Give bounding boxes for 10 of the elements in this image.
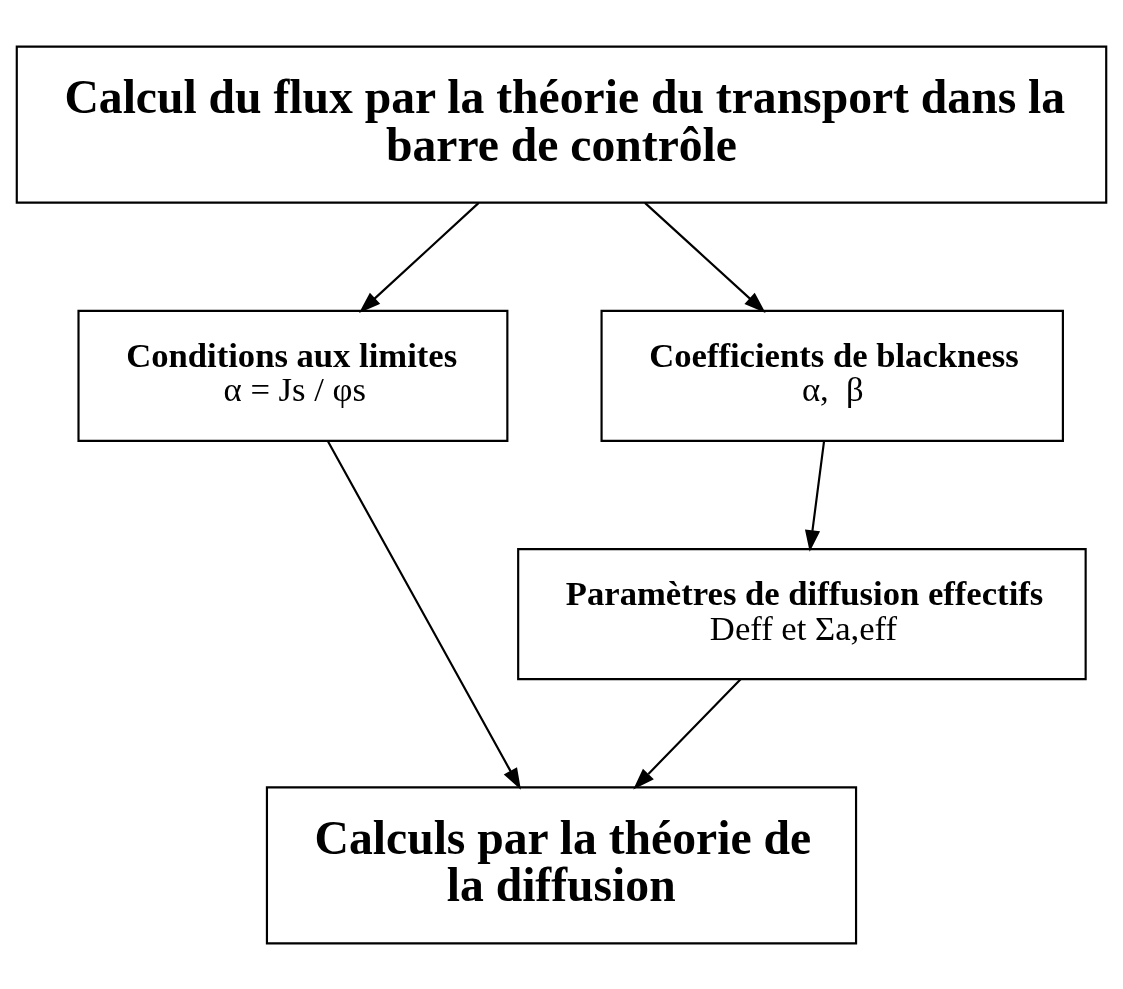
node-box: Paramètres de diffusion effectifs Deff et Σa,eff	[517, 547, 1087, 680]
arrow	[644, 201, 766, 313]
arrow	[633, 677, 742, 789]
node-box: Calculs par la théorie de la diffusion	[265, 785, 858, 944]
arrow	[804, 440, 826, 552]
node-box: Conditions aux limites α = Js / φs	[77, 309, 509, 442]
node-box: Calcul du flux par la théorie du transport dans la barre de contrôle	[15, 45, 1108, 204]
node-box: Coefficients de blackness α, β	[600, 309, 1064, 442]
arrow	[327, 440, 521, 790]
arrow	[359, 201, 480, 313]
